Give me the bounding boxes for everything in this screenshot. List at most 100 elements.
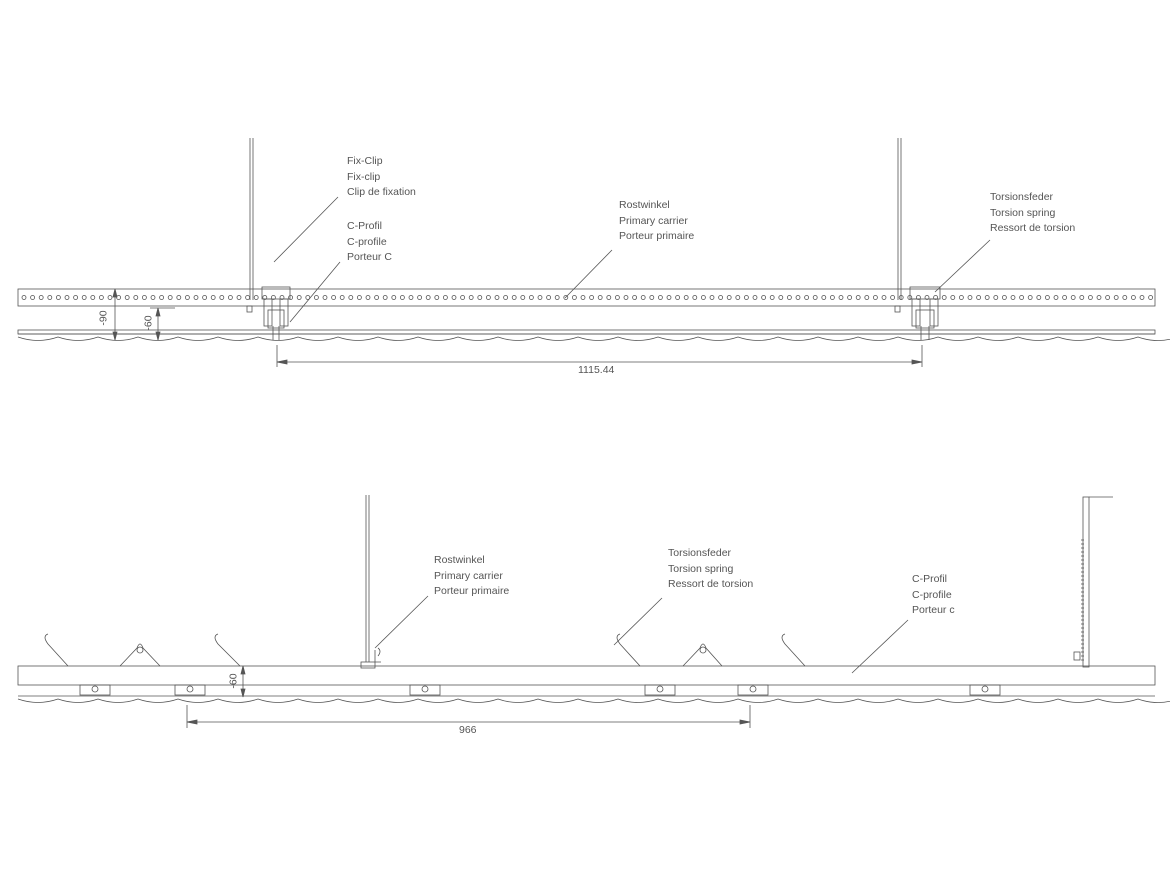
label-line: Porteur c	[912, 604, 955, 616]
c-profile-clip	[79, 684, 111, 696]
perforation-hole	[709, 295, 715, 300]
perforation-hole	[47, 295, 53, 300]
perforation-hole	[1079, 295, 1085, 300]
arrow-head	[240, 688, 246, 698]
perforation-hole	[701, 295, 706, 300]
label-line: Torsion spring	[990, 206, 1056, 219]
perforation-hole	[56, 295, 61, 300]
clip-screw	[981, 685, 989, 693]
label-c-profile-top: C-Profil C-profile Porteur C	[347, 219, 392, 266]
ceiling-panel-bottom	[17, 698, 1170, 703]
perforation-hole	[408, 295, 414, 300]
perforation-hole	[692, 295, 698, 300]
label-line: Porteur primaire	[619, 230, 695, 242]
perforation-hole	[1139, 295, 1145, 300]
perforation-hole	[1045, 295, 1050, 300]
perforation-hole	[761, 295, 766, 300]
label-line: Rostwinkel	[434, 554, 485, 566]
perforation-hole	[356, 295, 362, 300]
label-line: Primary carrier	[434, 569, 503, 582]
perforation-hole	[984, 295, 990, 300]
perforation-hole	[253, 295, 259, 300]
leader-fix-clip	[273, 196, 339, 263]
label-line: C-profile	[912, 588, 952, 601]
clip-body	[267, 309, 285, 329]
perforation-hole	[81, 295, 87, 300]
perforation-hole	[959, 295, 964, 300]
perforation-hole	[916, 295, 921, 300]
perforation-hole	[159, 295, 165, 300]
perforation-hole	[133, 295, 139, 300]
perforation-hole	[649, 295, 655, 300]
perforation-hole	[365, 295, 371, 300]
perforation-hole	[606, 295, 612, 300]
leader-c-profile-bottom	[851, 619, 909, 674]
perforation-hole	[1027, 295, 1033, 300]
perforation-hole	[176, 295, 182, 300]
perforation-hole	[589, 295, 594, 300]
perforation-hole	[778, 295, 784, 300]
perforation-hole	[804, 295, 809, 300]
perforation-hole	[434, 295, 440, 300]
perforation-hole	[348, 295, 354, 300]
label-line: Ressort de torsion	[990, 222, 1076, 234]
perforation-hole	[890, 295, 895, 300]
perforation-hole	[64, 295, 70, 300]
perforation-hole	[21, 295, 27, 300]
leader-primary-carrier-bottom	[374, 595, 429, 649]
leader-c-profile	[289, 261, 341, 323]
perforation-hole	[821, 295, 827, 300]
torsion-spring-arm	[616, 633, 641, 667]
torsion-spring-coil	[699, 646, 707, 654]
perforated-primary-carrier	[17, 288, 1156, 307]
clip-screw	[91, 685, 99, 693]
perforation-hole	[227, 295, 233, 300]
dimension-height-60-top: -60	[142, 315, 155, 331]
clip-screw	[186, 685, 194, 693]
perforation-hole	[563, 295, 569, 300]
label-torsion-spring-bottom: Torsionsfeder Torsion spring Ressort de …	[668, 546, 753, 593]
fix-clip	[261, 286, 291, 300]
perforation-hole	[615, 295, 620, 300]
perforation-hole	[288, 295, 294, 300]
perforation-hole	[838, 295, 844, 300]
perforation-hole	[787, 295, 792, 300]
perforation-hole	[425, 295, 431, 300]
perforation-hole	[503, 295, 509, 300]
label-line: Torsionsfeder	[668, 547, 732, 559]
perforation-hole	[382, 295, 388, 300]
c-profile-clip	[409, 684, 441, 696]
perforation-hole	[442, 295, 448, 300]
c-profile-clip	[737, 684, 769, 696]
label-c-profile-bottom: C-Profil C-profile Porteur c	[912, 572, 955, 619]
torsion-spring-coil	[136, 646, 144, 654]
perforation-hole	[391, 295, 397, 300]
perforation-hole	[322, 295, 328, 300]
c-profile-clip	[174, 684, 206, 696]
arrow-head	[240, 665, 246, 675]
clip-body	[915, 309, 935, 329]
perforation-hole	[1131, 295, 1136, 300]
label-line: C-Profil	[347, 220, 383, 232]
fix-clip	[909, 286, 941, 300]
perforation-hole	[1062, 295, 1067, 300]
c-profile-clip	[644, 684, 676, 696]
perforation-hole	[90, 295, 96, 300]
perforation-hole	[339, 295, 345, 300]
label-torsion-spring-top: Torsionsfeder Torsion spring Ressort de …	[990, 190, 1075, 237]
dimension-span-top: 1115.44	[578, 364, 615, 376]
perforation-hole	[855, 295, 861, 300]
torsion-spring-loop	[682, 643, 723, 667]
perforation-hole	[726, 295, 732, 300]
wall-clip	[1073, 651, 1081, 661]
label-line: C-Profil	[912, 573, 948, 585]
perforation-hole	[683, 295, 689, 300]
dimension-span-bottom: 966	[459, 724, 477, 736]
arrow-head	[186, 719, 198, 725]
hanger-nut	[894, 305, 901, 313]
perforation-hole	[1148, 295, 1153, 300]
label-line: Primary carrier	[619, 214, 688, 227]
perforation-hole	[73, 295, 78, 300]
label-line: C-profile	[347, 235, 387, 248]
perforation-hole	[881, 295, 887, 300]
